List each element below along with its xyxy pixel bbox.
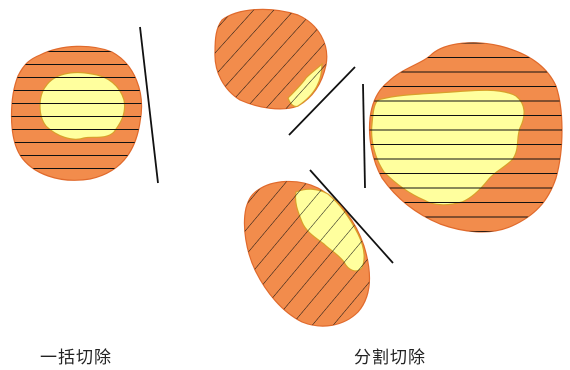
fragment-bottom-hatching [244, 181, 370, 327]
piecemeal-cut-line-c [309, 169, 394, 264]
piecemeal-cut-line-a [288, 66, 356, 136]
piecemeal-fragment-large [368, 42, 563, 233]
en-bloc-hatching [11, 46, 142, 181]
piecemeal-fragment-bottom [243, 180, 370, 327]
piecemeal-cut-line-b [362, 83, 366, 189]
en-bloc-specimen [10, 26, 159, 184]
piecemeal-resection-label: 分割切除 [354, 348, 426, 368]
en-bloc-cut-line [139, 26, 159, 184]
piecemeal-fragment-top [214, 8, 328, 110]
fragment-top-hatching [214, 9, 327, 109]
en-bloc-resection-label: 一括切除 [40, 348, 112, 368]
fragment-large-hatching [369, 42, 562, 232]
